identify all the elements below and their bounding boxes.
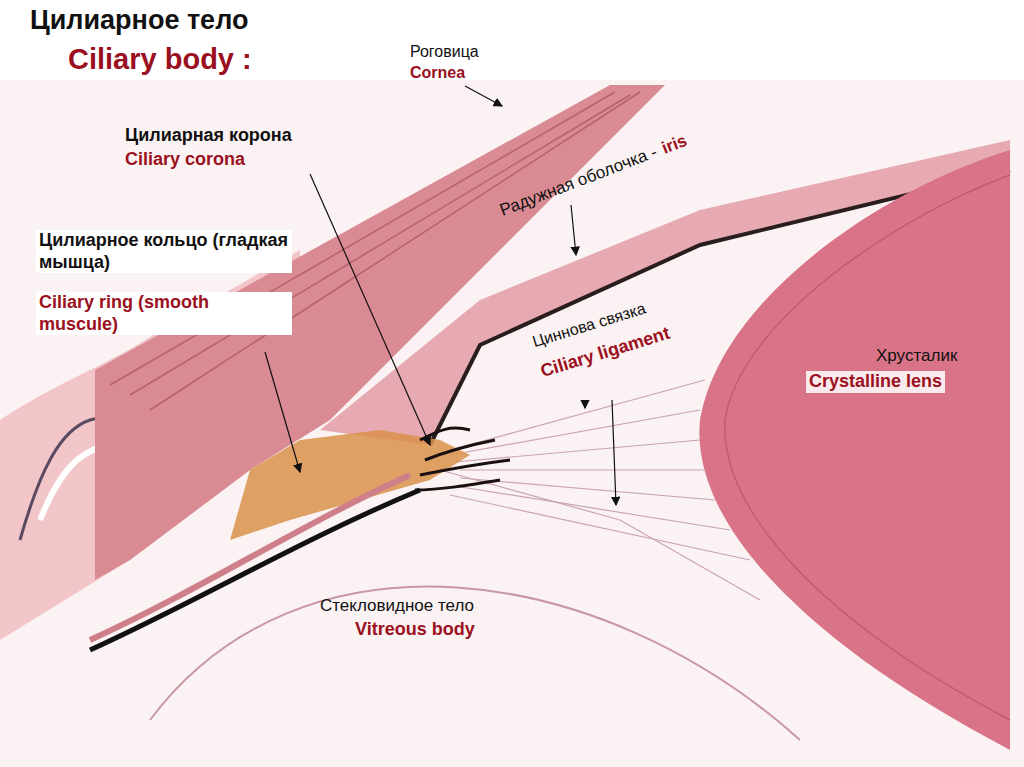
part-name: Crystalline lens: [806, 371, 945, 393]
part-name: Цилиарное кольцо (гладкая мышца): [36, 230, 292, 273]
part-name: Хрусталик: [876, 346, 957, 366]
part-name: Радужная оболочка -: [497, 142, 660, 221]
part-name: Cornea: [410, 63, 465, 82]
part-name: Ciliary corona: [125, 149, 245, 171]
part-name: Стекловидное тело: [320, 596, 474, 616]
part-name: Ciliary ring (smooth muscule): [36, 292, 292, 335]
title-english: Ciliary body :: [68, 42, 252, 77]
part-name: iris: [659, 131, 690, 159]
part-name: Цилиарная корона: [125, 125, 292, 147]
part-name: Роговица: [410, 42, 479, 61]
part-name: Vitreous body: [355, 619, 475, 641]
title: Цилиарное тело: [30, 4, 248, 36]
